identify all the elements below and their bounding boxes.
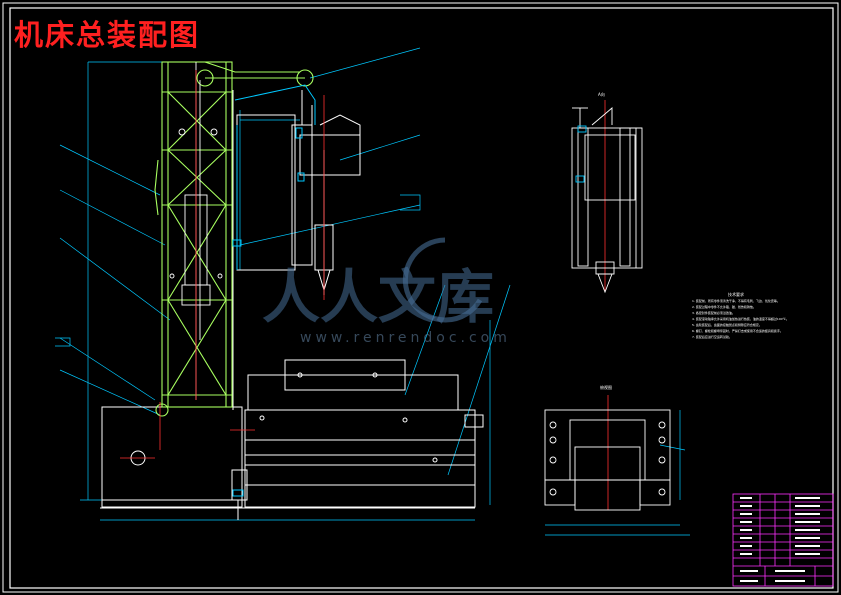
truss-column	[154, 61, 314, 417]
side-view	[571, 107, 643, 294]
tech-note: 5. 齿轮装配后，齿面的接触斑点和侧隙应符合规定。	[692, 323, 762, 327]
tech-req-title: 技术要求	[728, 292, 744, 297]
title-block-text-marks	[740, 497, 820, 582]
watermark-text: 人人文库	[262, 263, 495, 331]
drawing-title: 机床总装配图	[14, 18, 201, 52]
watermark-logo-icon	[402, 237, 483, 323]
bottom-view	[544, 409, 671, 511]
hose-lines	[232, 84, 316, 497]
tech-note: 3. 各密封件装配前必须浸透油。	[692, 311, 735, 315]
tech-note: 6. 螺钉、螺栓和螺母紧固时，严禁打击或使用不合适的旋具和扳手。	[692, 329, 783, 333]
tech-note: 1. 装配前，所有零件须清洗干净，不得有毛刺、飞边、氧化皮等。	[692, 299, 780, 303]
bottom-view-label: 俯视图	[600, 385, 612, 390]
tech-notes: 1. 装配前，所有零件须清洗干净，不得有毛刺、飞边、氧化皮等。 2. 装配过程中…	[692, 298, 804, 340]
inner-border	[9, 7, 834, 589]
side-view-label: A向	[598, 92, 605, 97]
tech-note: 4. 装配滚动轴承允许采用机油加热进行热装，油的温度不得超过100℃。	[692, 317, 789, 321]
tech-note: 7. 装配后应进行空运转试验。	[692, 335, 732, 339]
center-lines	[120, 70, 609, 510]
title-block	[732, 493, 834, 587]
tech-note: 2. 装配过程中零件不允许磕、碰、划伤和锈蚀。	[692, 305, 756, 309]
watermark-url: www.renrendoc.com	[300, 330, 511, 346]
